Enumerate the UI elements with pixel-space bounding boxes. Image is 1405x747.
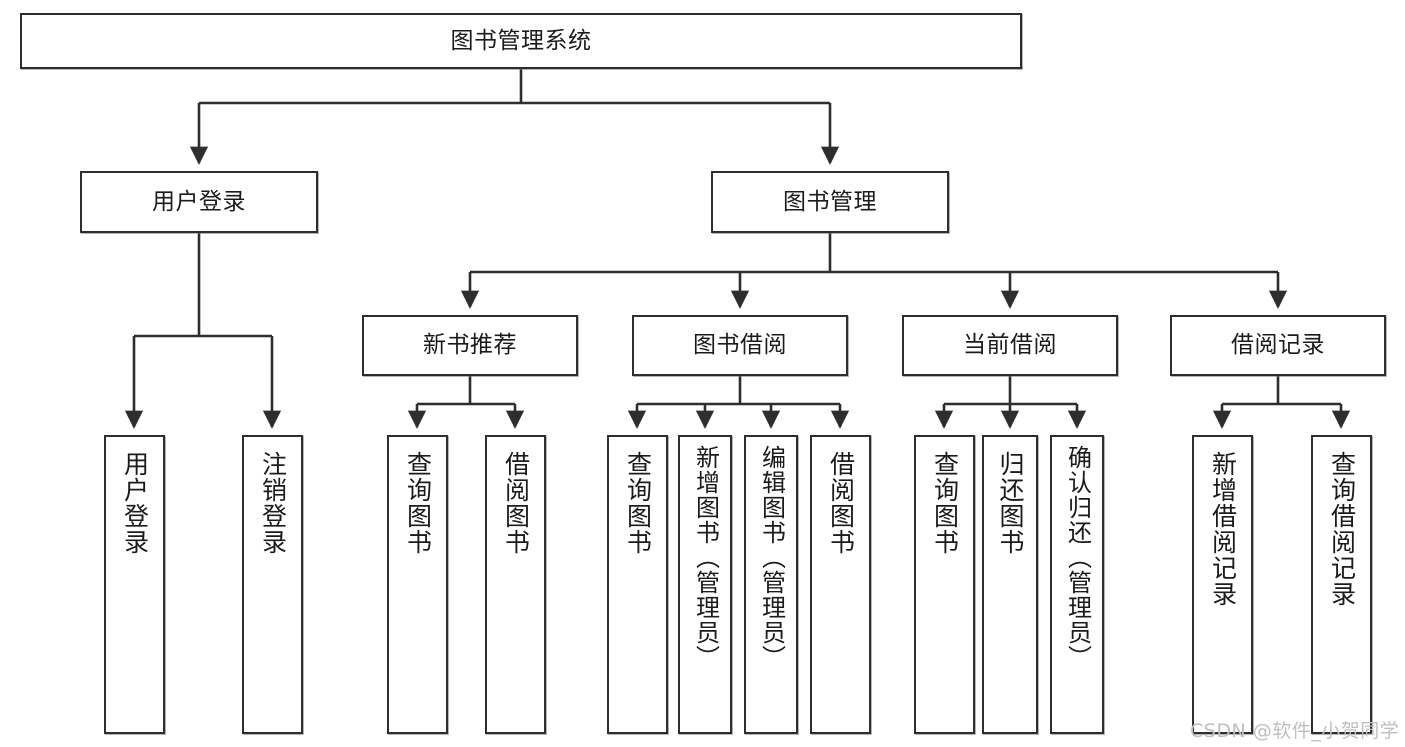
node-leaf-borrow-book[interactable]: 借阅图书 <box>810 435 871 734</box>
node-new-book-recommend[interactable]: 新书推荐 <box>362 315 578 376</box>
node-root-system-label: 图书管理系统 <box>450 27 592 54</box>
node-current-borrow-label: 当前借阅 <box>963 332 1057 359</box>
node-user-login-label: 用户登录 <box>152 188 246 215</box>
node-leaf-query-book-borrow[interactable]: 查询图书 <box>607 435 668 734</box>
node-leaf-add-book-admin[interactable]: 新增图书（管理员） <box>678 435 732 734</box>
node-user-login[interactable]: 用户登录 <box>80 171 318 233</box>
node-leaf-query-borrow-record-label: 查询借阅记录 <box>1327 451 1357 607</box>
node-leaf-add-book-admin-label: 新增图书（管理员） <box>691 445 720 670</box>
node-leaf-return-book-label: 归还图书 <box>996 451 1025 555</box>
node-leaf-query-book-current-label: 查询图书 <box>930 451 960 555</box>
node-borrow-record[interactable]: 借阅记录 <box>1170 315 1386 376</box>
node-leaf-user-login[interactable]: 用户登录 <box>104 435 165 734</box>
node-leaf-edit-book-admin-label: 编辑图书（管理员） <box>757 445 786 670</box>
node-current-borrow[interactable]: 当前借阅 <box>902 315 1118 376</box>
csdn-watermark: CSDN @软件_小贺同学 <box>1190 720 1400 742</box>
node-leaf-return-book[interactable]: 归还图书 <box>982 435 1038 734</box>
node-borrow-record-label: 借阅记录 <box>1231 332 1325 359</box>
node-book-manage-label: 图书管理 <box>783 188 877 215</box>
node-leaf-confirm-return-admin-label: 确认归还（管理员） <box>1063 445 1092 670</box>
node-leaf-user-login-label: 用户登录 <box>120 451 150 555</box>
node-new-book-recommend-label: 新书推荐 <box>423 332 517 359</box>
node-leaf-edit-book-admin[interactable]: 编辑图书（管理员） <box>744 435 798 734</box>
node-leaf-query-borrow-record[interactable]: 查询借阅记录 <box>1311 435 1372 734</box>
node-leaf-query-book-recommend[interactable]: 查询图书 <box>387 435 448 734</box>
node-root-system[interactable]: 图书管理系统 <box>20 13 1022 69</box>
node-leaf-query-book-borrow-label: 查询图书 <box>623 451 653 555</box>
node-leaf-borrow-book-recommend[interactable]: 借阅图书 <box>485 435 546 734</box>
node-leaf-confirm-return-admin[interactable]: 确认归还（管理员） <box>1050 435 1104 734</box>
node-book-manage[interactable]: 图书管理 <box>711 171 949 233</box>
node-leaf-query-book-current[interactable]: 查询图书 <box>914 435 975 734</box>
node-leaf-query-book-recommend-label: 查询图书 <box>403 451 433 555</box>
node-leaf-add-borrow-record[interactable]: 新增借阅记录 <box>1192 435 1253 734</box>
node-leaf-add-borrow-record-label: 新增借阅记录 <box>1208 451 1238 607</box>
node-leaf-borrow-book-recommend-label: 借阅图书 <box>501 451 531 555</box>
node-book-borrow[interactable]: 图书借阅 <box>632 315 848 376</box>
node-book-borrow-label: 图书借阅 <box>693 332 787 359</box>
node-leaf-logout[interactable]: 注销登录 <box>242 435 303 734</box>
node-leaf-borrow-book-label: 借阅图书 <box>826 451 856 555</box>
node-leaf-logout-label: 注销登录 <box>258 451 288 555</box>
